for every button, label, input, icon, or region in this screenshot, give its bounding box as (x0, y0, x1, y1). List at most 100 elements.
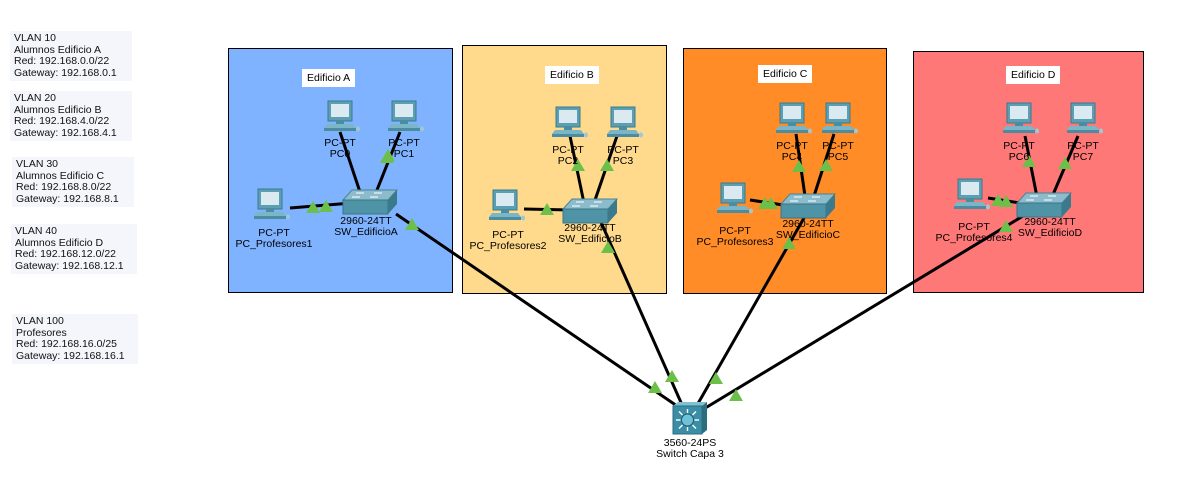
device-name: PC7 (1072, 151, 1094, 163)
note-name: Alumnos Edificio B (14, 103, 102, 116)
vlan-note-20: VLAN 20 Alumnos Edificio B Red: 192.168.… (10, 91, 132, 141)
device-swd[interactable] (1015, 192, 1073, 218)
multilayer-switch-icon (672, 402, 708, 439)
pc-icon (713, 182, 753, 222)
device-model: PC-PT (324, 137, 356, 149)
link-status-up-icon (381, 149, 395, 161)
vlan-note-100: VLAN 100 Profesores Red: 192.168.16.0/25… (12, 314, 138, 364)
device-model: PC-PT (719, 225, 751, 237)
link-swa-l3[interactable] (395, 212, 681, 410)
area-label: Edificio A (302, 69, 356, 87)
device-pc1[interactable] (384, 100, 424, 136)
switch-icon (561, 198, 619, 228)
link-pc1-swa[interactable] (373, 131, 402, 196)
area-edificio-d[interactable]: Edificio D (913, 51, 1144, 293)
device-name: PC1 (393, 148, 415, 160)
vlan-note-40: VLAN 40 Alumnos Edificio D Red: 192.168.… (11, 224, 137, 274)
note-vlan: VLAN 10 (14, 32, 57, 44)
pc-icon (818, 102, 858, 142)
note-vlan: VLAN 40 (15, 225, 58, 237)
note-name: Alumnos Edificio A (14, 43, 101, 56)
note-vlan: VLAN 100 (16, 315, 64, 327)
pc-icon (320, 100, 360, 140)
link-status-up-icon (306, 201, 320, 213)
note-name: Alumnos Edificio D (15, 236, 104, 249)
device-name: SW_EdificioC (775, 229, 841, 241)
note-name: Alumnos Edificio C (16, 169, 105, 182)
pc-icon (485, 189, 525, 229)
device-pc4[interactable] (772, 102, 812, 138)
area-edificio-b[interactable]: Edificio B (462, 45, 667, 294)
device-pcp3[interactable] (713, 182, 753, 218)
area-edificio-a[interactable]: Edificio A (228, 48, 453, 293)
link-status-up-icon (600, 159, 614, 171)
link-swd-l3[interactable] (701, 211, 1029, 412)
link-status-up-icon (405, 218, 419, 230)
device-pcp1[interactable] (250, 188, 290, 224)
device-model: 2960-24TT (782, 218, 834, 230)
device-pc6[interactable] (999, 102, 1039, 138)
link-pc0-swa[interactable] (338, 131, 363, 196)
device-pc3[interactable] (603, 106, 643, 142)
device-name: Switch Capa 3 (656, 448, 724, 460)
device-name: SW_EdificioB (558, 233, 622, 245)
device-model: PC-PT (958, 221, 990, 233)
device-name: PC0 (329, 148, 351, 160)
note-network: Red: 192.168.12.0/22 (15, 248, 117, 260)
device-pc2[interactable] (548, 106, 588, 142)
area-label: Edificio C (758, 65, 813, 83)
note-network: Red: 192.168.8.0/22 (16, 181, 112, 193)
device-pc5[interactable] (818, 102, 858, 138)
device-name: SW_EdificioA (334, 226, 398, 238)
note-name: Profesores (16, 326, 67, 339)
pc-icon (950, 178, 990, 218)
device-swb[interactable] (561, 198, 619, 224)
device-l3[interactable] (672, 401, 708, 435)
link-status-up-icon (571, 159, 585, 171)
pc-icon (772, 102, 812, 142)
device-name: PC3 (612, 155, 634, 167)
device-swa[interactable] (341, 189, 399, 215)
device-name: PC4 (781, 151, 803, 163)
device-pc0[interactable] (320, 100, 360, 136)
link-status-up-icon (819, 159, 833, 171)
switch-icon (341, 189, 399, 219)
note-gateway: Gateway: 192.168.4.1 (14, 126, 117, 139)
device-model: PC-PT (492, 229, 524, 241)
link-status-up-icon (540, 203, 554, 215)
pc-icon (999, 102, 1039, 142)
device-name: PC_Profesores2 (469, 240, 547, 252)
device-model: 3560-24PS (663, 437, 717, 449)
note-vlan: VLAN 20 (14, 92, 57, 104)
device-name: PC_Profesores3 (696, 236, 774, 248)
device-model: PC-PT (776, 140, 808, 152)
link-status-up-icon (1022, 155, 1036, 167)
link-status-up-icon (665, 370, 679, 382)
device-name: SW_EdificioD (1017, 227, 1083, 239)
note-gateway: Gateway: 192.168.12.1 (15, 259, 124, 272)
device-pc7[interactable] (1063, 102, 1103, 138)
device-name: PC2 (557, 155, 579, 167)
link-status-up-icon (601, 241, 615, 253)
device-model: PC-PT (552, 144, 584, 156)
device-pcp4[interactable] (950, 178, 990, 214)
device-pcp2[interactable] (485, 189, 525, 225)
device-swc[interactable] (779, 193, 837, 219)
link-status-up-icon (709, 372, 723, 384)
note-gateway: Gateway: 192.168.16.1 (16, 349, 125, 362)
link-pcp1-swa[interactable] (289, 201, 353, 210)
device-model: PC-PT (258, 227, 290, 239)
device-name: PC_Profesores1 (235, 238, 313, 250)
